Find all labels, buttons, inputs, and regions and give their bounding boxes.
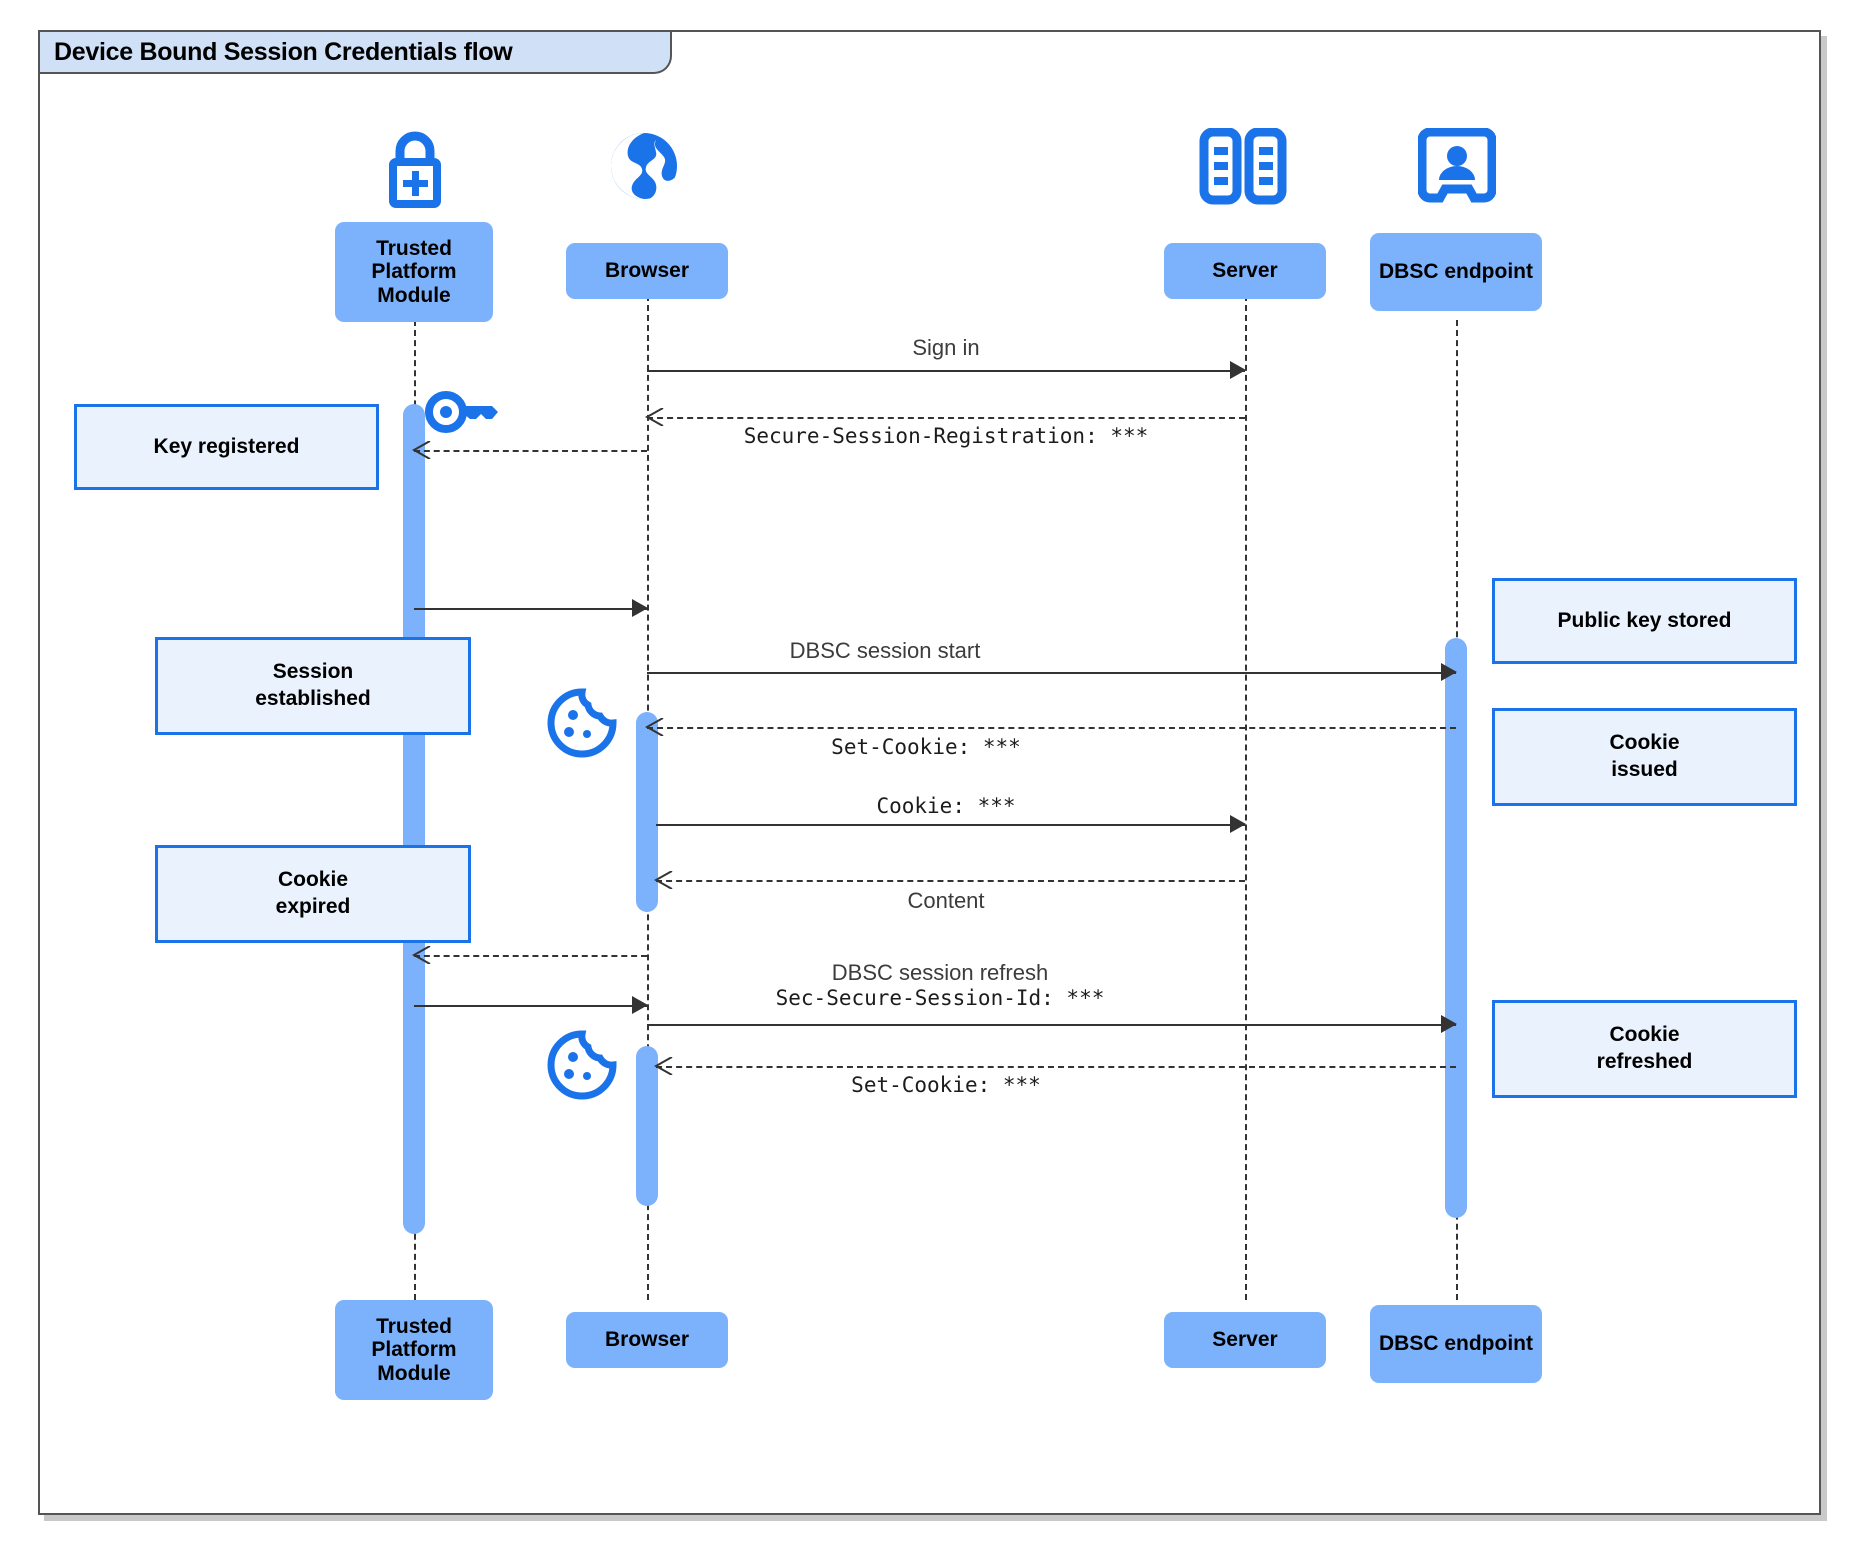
arrowhead-icon <box>412 946 431 964</box>
lifeline-server <box>1245 275 1247 1300</box>
participant-dbsc-bottom-label: DBSC endpoint <box>1379 1332 1533 1356</box>
key-icon <box>424 386 502 438</box>
note-session-established: Session established <box>155 637 471 735</box>
note-cookie-issued-line1: Cookie <box>1609 731 1680 755</box>
participant-server-bottom-label: Server <box>1212 1328 1278 1352</box>
message-refresh-line2: Sec-Secure-Session-Id: *** <box>775 986 1105 1010</box>
diagram-title: Device Bound Session Credentials flow <box>54 38 513 66</box>
note-cookie-refreshed: Cookie refreshed <box>1492 1000 1797 1098</box>
note-cookie-expired-label: Cookie expired <box>276 867 351 921</box>
activation-bar-tpm <box>403 404 425 1234</box>
note-cookie-expired-line2: expired <box>275 895 351 918</box>
note-key-registered: Key registered <box>74 404 379 490</box>
globe-icon <box>604 126 684 206</box>
note-public-key-stored-label: Public key stored <box>1557 608 1732 632</box>
arrowhead-icon <box>1230 815 1246 833</box>
arrowhead-icon <box>654 871 673 889</box>
cookie-icon-1 <box>547 688 617 758</box>
note-cookie-issued-label: Cookie issued <box>1609 730 1679 784</box>
note-cookie-expired: Cookie expired <box>155 845 471 943</box>
activation-bar-dbsc <box>1445 638 1467 1218</box>
note-session-established-line1: Session <box>272 660 354 684</box>
note-cookie-expired-line1: Cookie <box>277 868 348 892</box>
participant-browser-bottom[interactable]: Browser <box>566 1312 728 1368</box>
participant-tpm-top-label: Trusted Platform Module <box>371 236 457 307</box>
title-tab-background <box>40 32 672 74</box>
participant-server-top[interactable]: Server <box>1164 243 1326 299</box>
participant-browser-top-label: Browser <box>604 259 690 283</box>
arrowhead-icon <box>412 441 431 459</box>
participant-browser-top[interactable]: Browser <box>566 243 728 299</box>
arrowhead-icon <box>645 408 664 426</box>
arrowhead-icon <box>632 996 648 1014</box>
lock-plus-icon <box>372 124 458 210</box>
participant-tpm-bottom[interactable]: Trusted Platform Module <box>335 1300 493 1400</box>
participant-dbsc-top[interactable]: DBSC endpoint <box>1370 233 1542 311</box>
message-secure-session-registration-label: Secure-Session-Registration: *** <box>743 424 1149 448</box>
arrowhead-icon <box>654 1057 673 1075</box>
message-dbsc-session-refresh-label: DBSC session refresh Sec-Secure-Session-… <box>776 960 1105 1010</box>
note-public-key-stored: Public key stored <box>1492 578 1797 664</box>
note-cookie-refreshed-label: Cookie refreshed <box>1597 1022 1693 1076</box>
cookie-icon-2 <box>547 1030 617 1100</box>
participant-server-top-label: Server <box>1212 259 1278 283</box>
message-set-cookie-2-label: Set-Cookie: *** <box>851 1073 1041 1097</box>
participant-server-bottom[interactable]: Server <box>1164 1312 1326 1368</box>
participant-tpm-bottom-label: Trusted Platform Module <box>371 1314 457 1385</box>
activation-bar-browser-2 <box>636 1046 658 1206</box>
message-set-cookie-1-label: Set-Cookie: *** <box>831 735 1021 759</box>
note-cookie-issued-line2: issued <box>1611 758 1678 781</box>
note-session-established-label: Session established <box>255 659 371 713</box>
message-sign-in-label: Sign in <box>912 335 980 360</box>
note-cookie-issued: Cookie issued <box>1492 708 1797 806</box>
arrowhead-icon <box>1441 663 1457 681</box>
participant-dbsc-top-label: DBSC endpoint <box>1379 260 1533 284</box>
note-cookie-refreshed-line2: refreshed <box>1596 1050 1693 1073</box>
note-session-established-line2: established <box>255 687 371 710</box>
note-key-registered-label: Key registered <box>153 434 300 458</box>
message-cookie-label: Cookie: *** <box>876 794 1016 818</box>
activation-bar-browser-1 <box>636 712 658 912</box>
arrowhead-icon <box>632 599 648 617</box>
message-dbsc-session-start-label: DBSC session start <box>789 638 981 663</box>
arrowhead-icon <box>1230 361 1246 379</box>
participant-dbsc-bottom[interactable]: DBSC endpoint <box>1370 1305 1542 1383</box>
id-badge-icon <box>1417 127 1497 208</box>
server-racks-icon <box>1198 127 1288 208</box>
arrowhead-icon <box>1441 1015 1457 1033</box>
participant-tpm-top[interactable]: Trusted Platform Module <box>335 222 493 322</box>
message-content-label: Content <box>907 888 985 913</box>
arrowhead-icon <box>645 718 664 736</box>
message-refresh-line1: DBSC session refresh <box>831 960 1049 985</box>
note-cookie-refreshed-line1: Cookie <box>1609 1023 1680 1047</box>
participant-browser-bottom-label: Browser <box>604 1328 690 1352</box>
